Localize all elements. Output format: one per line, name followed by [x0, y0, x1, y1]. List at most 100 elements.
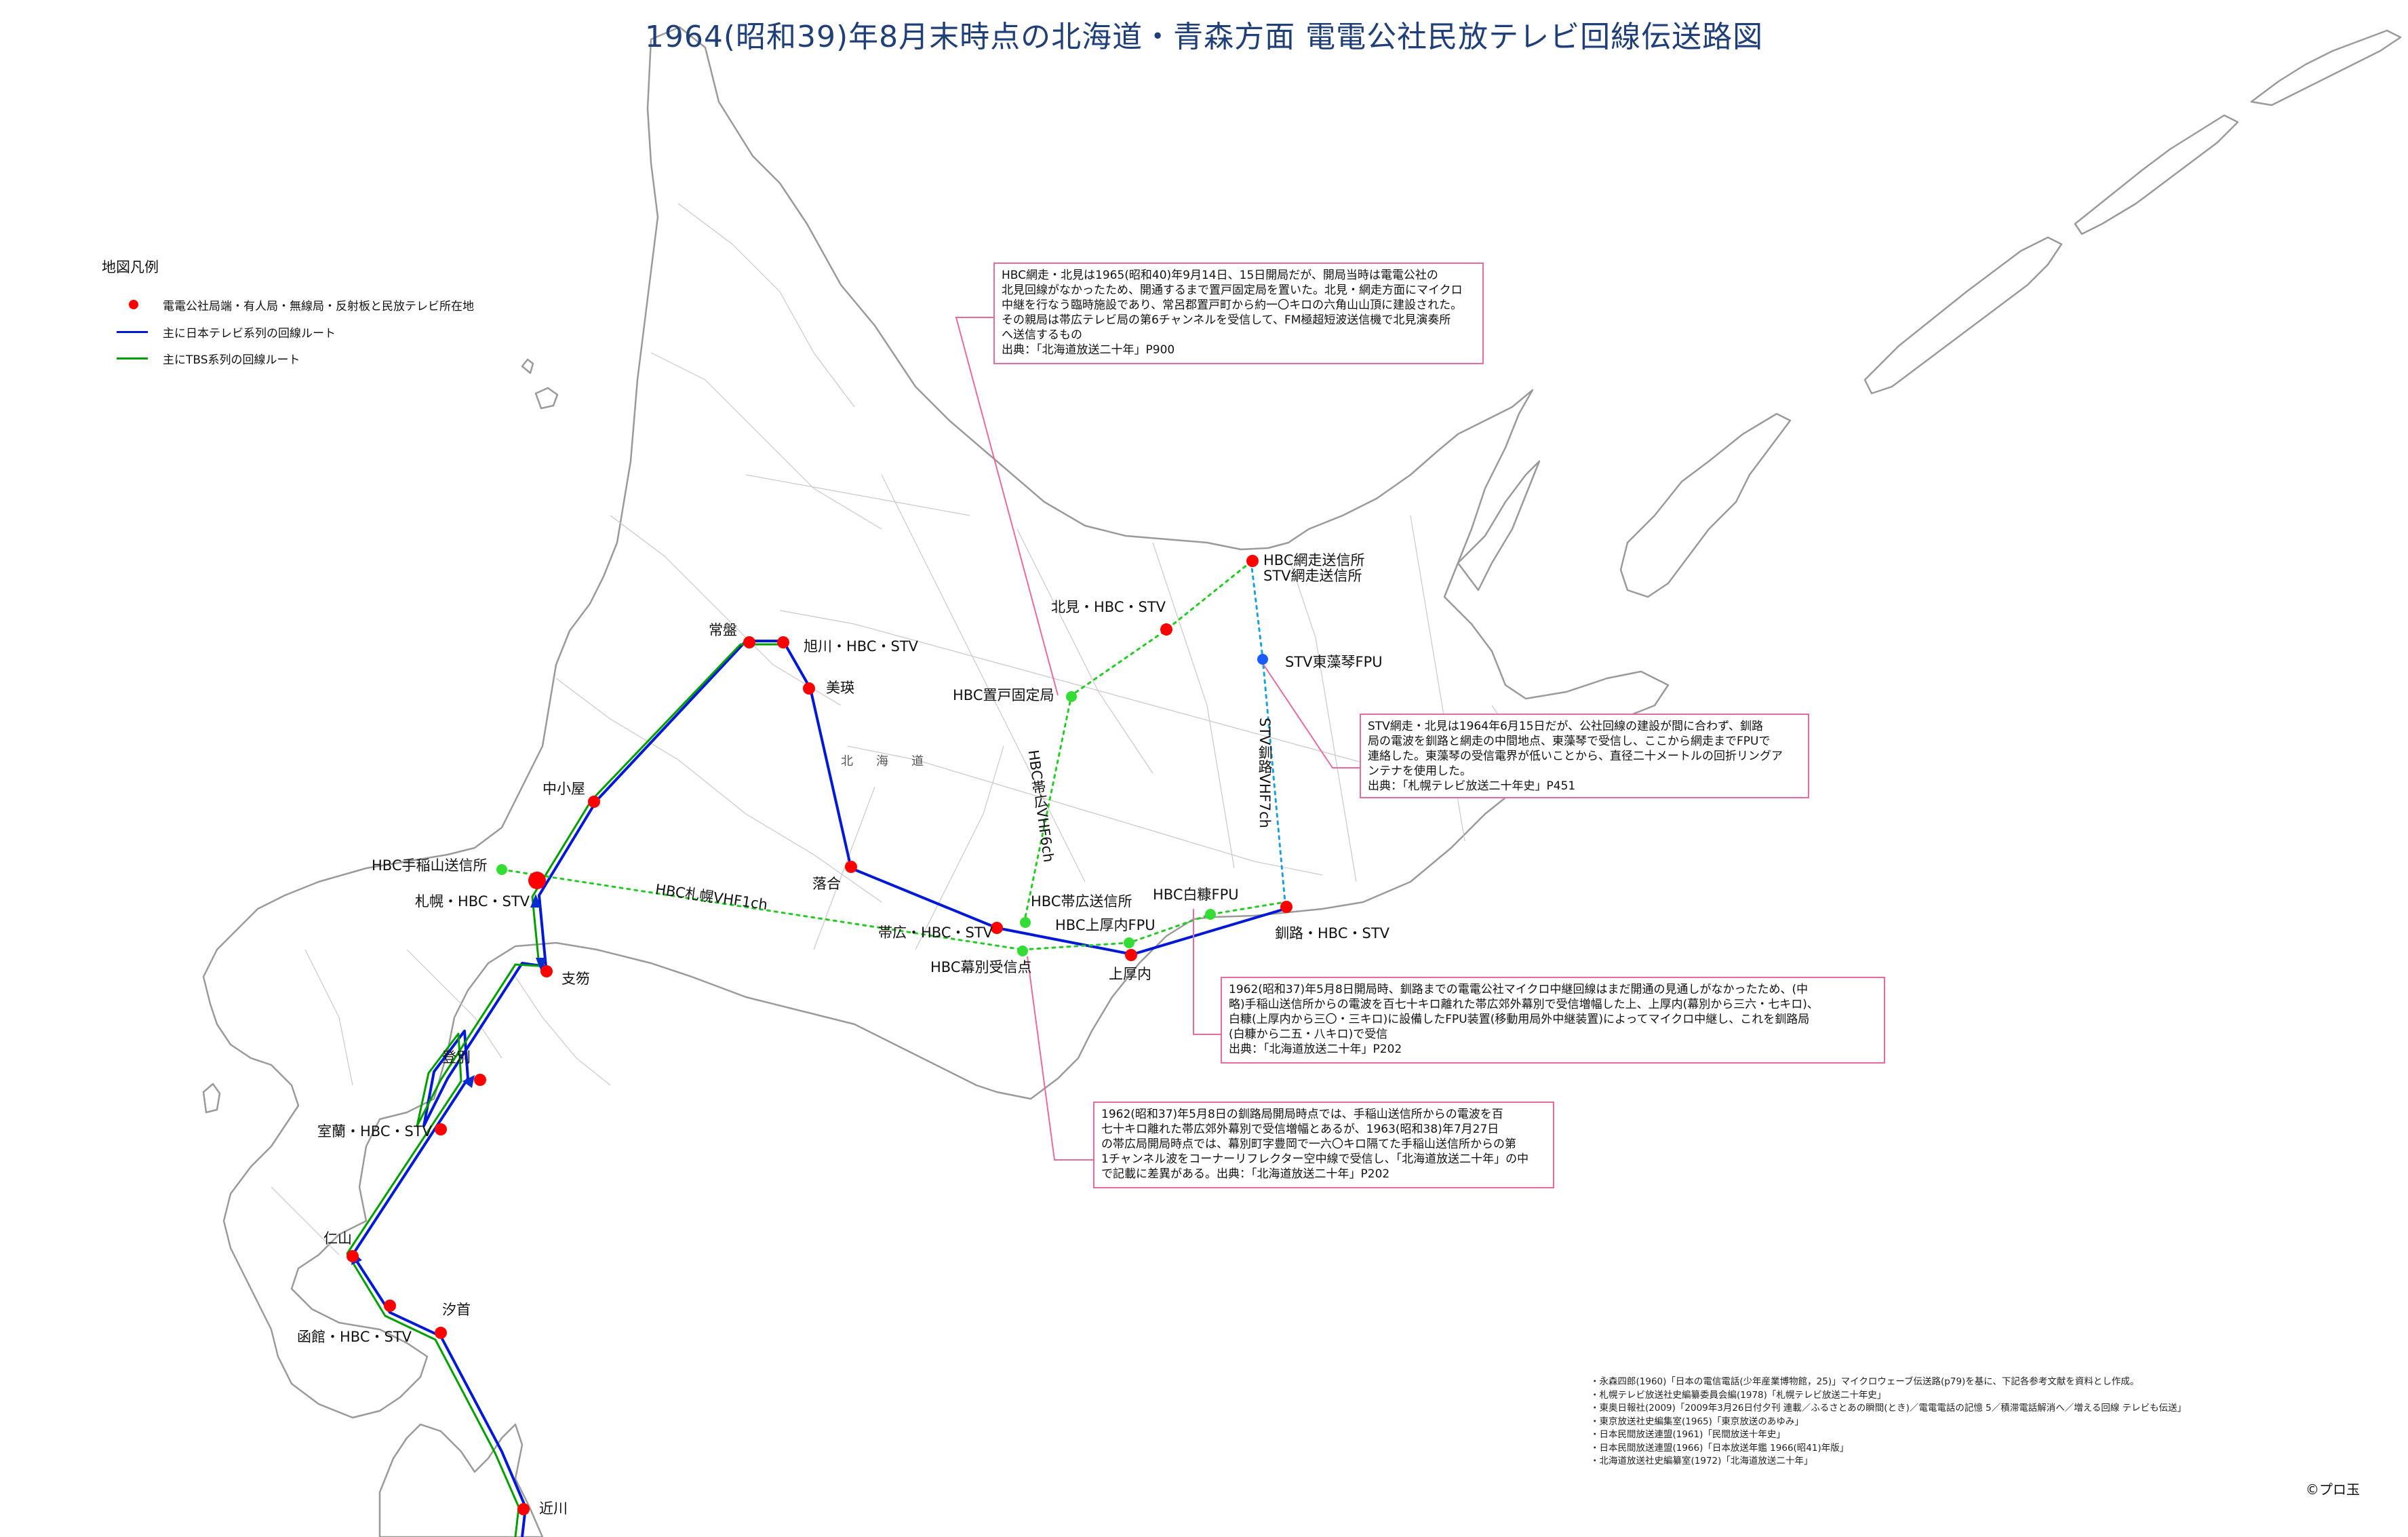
note-line: その親局は帯広テレビ局の第6チャンネルを受信して、FM極超短波送信機で北見演奏所 [1002, 313, 1451, 328]
station-dot [777, 636, 789, 648]
note-line: 連絡した。東藻琴の受信電界が低いことから、直径二十メートルの回折リングア [1368, 750, 1783, 764]
place-label: 登別 [442, 1049, 471, 1066]
source-item: ・東京放送社史編集室(1965)「東京放送のあゆみ」 [1590, 1416, 1804, 1427]
place-label: HBC幕別受信点 [930, 959, 1032, 975]
hbc-vhf-links [500, 560, 1286, 951]
station-dot [991, 922, 1003, 934]
okushiri-island [202, 1083, 221, 1114]
legend-label: 主にTBS系列の回線ルート [163, 353, 300, 367]
place-label: HBC網走送信所 STV網走送信所 [1263, 552, 1365, 585]
place-label: 中小屋 [542, 781, 585, 797]
blue-line-icon [117, 330, 148, 333]
note-line: 1962(昭和37)年5月8日開局時、釧路までの電電公社マイクロ中継回線はまだ開… [1229, 983, 1809, 996]
rebun-island [521, 358, 534, 374]
page-title: 1964(昭和39)年8月末時点の北海道・青森方面 電電公社民放テレビ回線伝送路… [644, 20, 1764, 54]
place-label: HBC手稲山送信所 [372, 857, 488, 874]
place-label: 仁山 [323, 1230, 352, 1247]
note-line: 1962(昭和37)年5月8日の釧路局開局時点では、手稲山送信所からの電波を百 [1101, 1108, 1503, 1121]
note-line: HBC網走・北見は1965(昭和40)年9月14日、15日開局だが、開局当時は電… [1002, 269, 1438, 282]
hokkaido-land [202, 26, 1670, 1419]
station-dot [845, 861, 857, 873]
note-line: で記載に差異がある。出典：「北海道放送二十年」P202 [1101, 1167, 1390, 1182]
station-dot [384, 1300, 396, 1312]
fpu-point [1020, 917, 1031, 928]
place-label: 室蘭・HBC・STV [317, 1123, 433, 1140]
etorofu-island [1863, 236, 2063, 395]
source-item: ・札幌テレビ放送社史編纂委員会編(1978)「札幌テレビ放送二十年史」 [1590, 1389, 1887, 1401]
note-line: 白糠(上厚内から三〇・三キロ)に設備したFPU装置(移動用局外中継装置)によって… [1229, 1013, 1810, 1027]
fpu-point [496, 864, 507, 875]
source-item: ・日本民間放送連盟(1966)「日本放送年鑑 1966(昭41)年版」 [1590, 1442, 1849, 1454]
fpu-point [1124, 937, 1134, 948]
station-dot [435, 1123, 447, 1135]
urup-island [2074, 114, 2239, 235]
note-line: 七十キロ離れた帯広郊外幕別で受信増幅とあるが、1963(昭和38)年7月27日 [1101, 1123, 1499, 1137]
rishiri-island [534, 387, 559, 410]
note-line: 1チャンネル波をコーナーリフレクター空中線で受信し、「北海道放送二十年」の中 [1101, 1152, 1529, 1167]
station-dot [1280, 901, 1292, 913]
place-label: 美瑛 [826, 680, 854, 696]
station-dot [803, 682, 815, 695]
stations [347, 555, 1292, 1515]
station-dot [474, 1074, 486, 1086]
kunashiri-island [1619, 412, 1792, 598]
route-label: STV釧路VHF7ch [1257, 718, 1273, 828]
region-label: 北海道 [841, 754, 947, 768]
source-item: ・日本民間放送連盟(1961)「民間放送十年史」 [1590, 1429, 1785, 1441]
place-label: HBC白糠FPU [1153, 887, 1239, 903]
red-dot-icon [129, 300, 138, 309]
note-line: 略)手稲山送信所からの電波を百七十キロ離れた帯広郊外幕別で受信増幅した上、上厚内… [1229, 998, 1819, 1012]
note-line: へ送信するもの [1002, 328, 1082, 343]
station-dot [1160, 623, 1172, 636]
station-dot [1246, 555, 1259, 567]
place-label: 常盤 [709, 622, 737, 638]
note-line: 北見回線がなかったため、開通するまで置戸固定局を置いた。北見・網走方面にマイクロ [1002, 284, 1463, 298]
place-label: HBC帯広送信所 [1031, 893, 1132, 910]
legend-item-station: 電電公社局端・有人局・無線局・反射板と民放テレビ所在地 [122, 296, 474, 313]
place-label: 北見・HBC・STV [1051, 599, 1166, 615]
place-label: 帯広・HBC・STV [878, 925, 993, 941]
note-hbc-obihiro-1963: 1962(昭和37)年5月8日の釧路局開局時点では、手稲山送信所からの電波を百 … [1093, 1102, 1554, 1188]
note-line: 出典：「札幌テレビ放送二十年史」P451 [1368, 779, 1576, 794]
station-dot [743, 636, 755, 648]
source-item: ・東奥日報社(2009)「2009年3月26日付夕刊 連載／ふるさとあの瞬間(と… [1590, 1403, 2187, 1414]
place-label: 札幌・HBC・STV [415, 893, 530, 910]
fpu-point [1205, 909, 1216, 920]
fpu-point [1017, 946, 1028, 956]
station-dot [435, 1327, 447, 1339]
place-label: 上厚内 [1109, 966, 1151, 982]
sources-list: ・永森四郎(1960)「日本の電信電話(少年産業博物館，25)」マイクロウェーブ… [1590, 1376, 2186, 1468]
note-hbc-kushiro-1962: 1962(昭和37)年5月8日開局時、釧路までの電電公社マイクロ中継回線はまだ開… [1221, 977, 1885, 1064]
legend-item-tbs-route: 主にTBS系列の回線ルート [117, 350, 300, 367]
place-label: STV東藻琴FPU [1285, 654, 1383, 670]
place-label: HBC上厚内FPU [1055, 917, 1156, 933]
place-label: 旭川・HBC・STV [804, 638, 919, 655]
station-dot [1125, 949, 1137, 961]
coastline [202, 26, 2402, 1537]
station-dot [517, 1503, 530, 1515]
note-line: ンテナを使用した。 [1368, 764, 1472, 779]
place-label: 近川 [539, 1500, 568, 1517]
station-dot [588, 796, 600, 808]
note-line: 出典：「北海道放送二十年」P900 [1002, 343, 1175, 357]
note-line: STV網走・北見は1964年6月15日だが、公社回線の建設が間に合わず、釧路 [1368, 720, 1763, 733]
note-line: 中継を行なう臨時施設であり、常呂郡置戸町から約一〇キロの六角山山頂に建設された。 [1002, 298, 1463, 313]
tbs-route-line [346, 643, 778, 1537]
green-line-icon [117, 357, 148, 359]
legend-label: 電電公社局端・有人局・無線局・反射板と民放テレビ所在地 [163, 299, 474, 313]
shiretoko-peninsula [1457, 460, 1541, 591]
station-dot [540, 965, 553, 977]
place-label: 汐首 [442, 1302, 471, 1318]
source-item: ・永森四郎(1960)「日本の電信電話(少年産業博物館，25)」マイクロウェーブ… [1590, 1376, 2139, 1387]
note-kitami-okoto: HBC網走・北見は1965(昭和40)年9月14日、15日開局だが、開局当時は電… [993, 262, 1484, 364]
station-dot [347, 1250, 359, 1262]
note-line: の帯広局開局時点では、幕別町字豊岡で一六〇キロ隔てた手稲山送信所からの第 [1101, 1137, 1516, 1152]
station-dot [528, 872, 546, 889]
legend-item-ntv-route: 主に日本テレビ系列の回線ルート [117, 324, 336, 341]
copyright: ©プロ玉 [2306, 1481, 2360, 1498]
note-stv-abashiri: STV網走・北見は1964年6月15日だが、公社回線の建設が間に合わず、釧路 局… [1360, 714, 1809, 798]
ntv-route [346, 640, 1286, 1537]
callout-leaders [955, 317, 1360, 1161]
place-label: 函館・HBC・STV [297, 1329, 412, 1345]
